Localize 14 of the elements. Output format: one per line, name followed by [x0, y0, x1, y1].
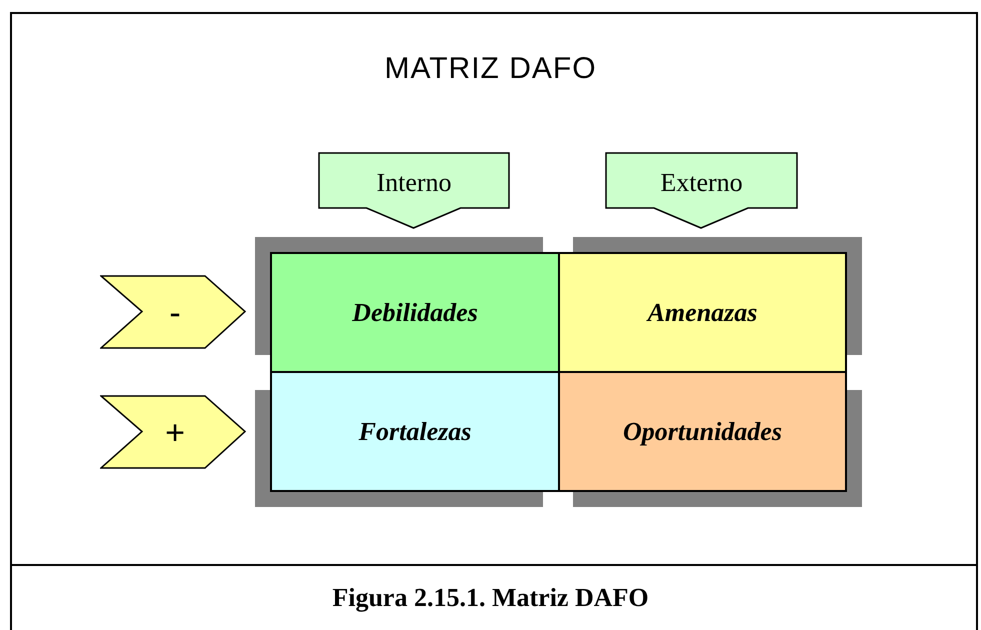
callout-label: Interno — [375, 168, 453, 198]
diagram-title: MATRIZ DAFO — [383, 52, 598, 86]
chevron-arrow — [100, 395, 246, 469]
matrix-cell: Fortalezas — [270, 371, 560, 492]
figure-caption: Figura 2.15.1. Matriz DAFO — [331, 583, 650, 613]
callout-label: Externo — [659, 168, 744, 198]
matrix-cell: Amenazas — [558, 252, 847, 373]
matrix-cell: Oportunidades — [558, 371, 847, 492]
sign-label: - — [168, 293, 182, 333]
down-arrow-callout — [605, 152, 798, 229]
sign-label: + — [164, 413, 186, 453]
chevron-arrow — [100, 275, 246, 349]
down-arrow-callout — [318, 152, 510, 229]
matrix-cell: Debilidades — [270, 252, 560, 373]
